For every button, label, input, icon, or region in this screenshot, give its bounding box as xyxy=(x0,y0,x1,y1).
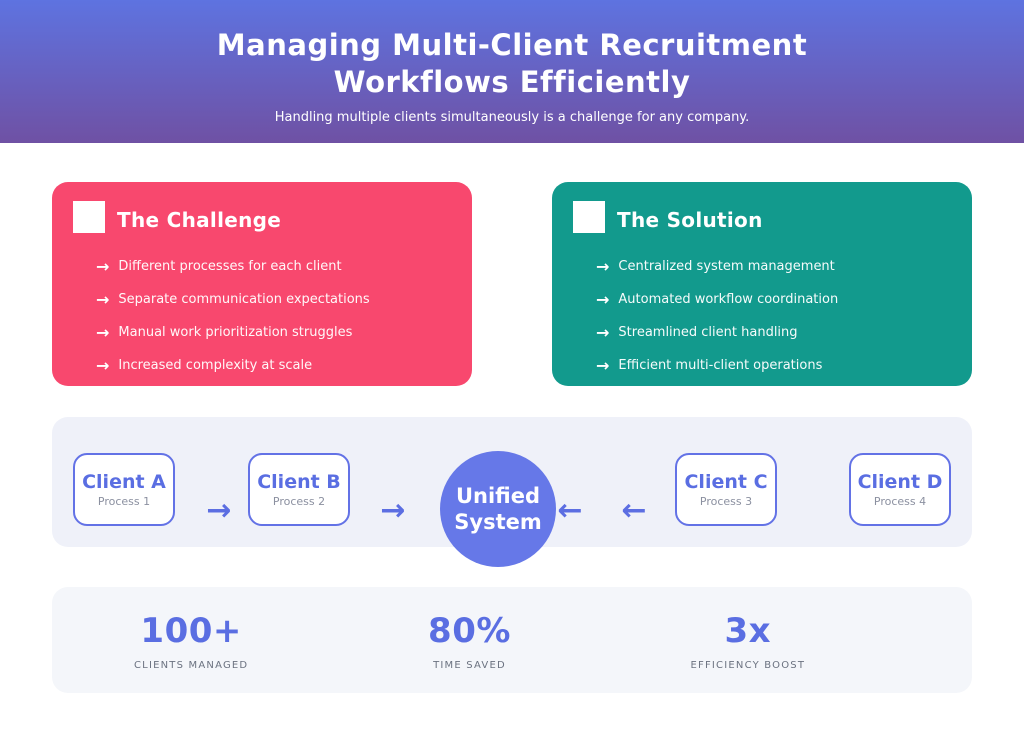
arrow-right-icon: → xyxy=(206,493,232,528)
list-item-label: Manual work prioritization struggles xyxy=(118,325,353,340)
stat-clients-managed: 100+ CLIENTS MANAGED xyxy=(52,611,330,671)
client-process: Process 1 xyxy=(97,495,151,508)
list-item: → Efficient multi-client operations xyxy=(596,349,956,382)
list-item-label: Different processes for each client xyxy=(118,259,342,274)
client-process: Process 3 xyxy=(699,495,753,508)
list-item-label: Separate communication expectations xyxy=(118,292,370,307)
square-icon xyxy=(73,201,105,233)
stat-value: 100+ xyxy=(140,611,242,651)
client-name: Client A xyxy=(82,471,166,493)
stat-value: 80% xyxy=(428,611,511,651)
page-title-line2: Workflows Efficiently xyxy=(333,65,691,99)
square-icon xyxy=(573,201,605,233)
arrow-left-icon: ← xyxy=(557,493,583,528)
arrow-right-icon: → xyxy=(380,493,406,528)
solution-item-list: → Centralized system management → Automa… xyxy=(596,250,956,382)
page-title-line1: Managing Multi-Client Recruitment xyxy=(216,28,808,62)
stat-efficiency-boost: 3x EFFICIENCY BOOST xyxy=(609,611,887,671)
list-item-label: Centralized system management xyxy=(618,259,835,274)
challenge-card-header: The Challenge xyxy=(73,201,281,233)
challenge-item-list: → Different processes for each client → … xyxy=(96,250,456,382)
list-item-label: Streamlined client handling xyxy=(618,325,798,340)
client-process: Process 2 xyxy=(272,495,326,508)
list-item: → Centralized system management xyxy=(596,250,956,283)
stat-time-saved: 80% TIME SAVED xyxy=(330,611,608,671)
hub-label-line2: System xyxy=(454,510,542,534)
stat-label: CLIENTS MANAGED xyxy=(134,660,249,671)
list-item: → Streamlined client handling xyxy=(596,316,956,349)
header-banner: Managing Multi-Client Recruitment Workfl… xyxy=(0,0,1024,143)
page-subtitle: Handling multiple clients simultaneously… xyxy=(274,110,750,125)
arrow-right-icon: → xyxy=(96,322,110,342)
stat-label: TIME SAVED xyxy=(433,660,506,671)
page-title: Managing Multi-Client Recruitment Workfl… xyxy=(0,0,1024,101)
hub-label-line1: Unified xyxy=(455,484,541,508)
client-d-box: Client D Process 4 xyxy=(849,453,951,526)
arrow-right-icon: → xyxy=(96,289,110,309)
challenge-card-title: The Challenge xyxy=(117,208,282,232)
client-c-box: Client C Process 3 xyxy=(675,453,777,526)
client-name: Client D xyxy=(857,471,943,493)
client-name: Client C xyxy=(684,471,768,493)
client-a-box: Client A Process 1 xyxy=(73,453,175,526)
solution-card-title: The Solution xyxy=(617,208,763,232)
challenge-card: The Challenge → Different processes for … xyxy=(52,182,472,386)
list-item-label: Automated workflow coordination xyxy=(618,292,839,307)
list-item: → Different processes for each client xyxy=(96,250,456,283)
solution-card-header: The Solution xyxy=(573,201,763,233)
cards-row: The Challenge → Different processes for … xyxy=(52,182,972,386)
client-process: Process 4 xyxy=(873,495,927,508)
stat-value: 3x xyxy=(724,611,772,651)
list-item-label: Efficient multi-client operations xyxy=(618,358,823,373)
list-item: → Automated workflow coordination xyxy=(596,283,956,316)
list-item: → Separate communication expectations xyxy=(96,283,456,316)
arrow-right-icon: → xyxy=(96,355,110,375)
stats-panel: 100+ CLIENTS MANAGED 80% TIME SAVED 3x E… xyxy=(52,587,972,693)
arrow-right-icon: → xyxy=(596,289,610,309)
client-name: Client B xyxy=(257,471,341,493)
client-b-box: Client B Process 2 xyxy=(248,453,350,526)
solution-card: The Solution → Centralized system manage… xyxy=(552,182,972,386)
arrow-right-icon: → xyxy=(596,256,610,276)
list-item: → Manual work prioritization struggles xyxy=(96,316,456,349)
arrow-right-icon: → xyxy=(596,322,610,342)
arrow-right-icon: → xyxy=(596,355,610,375)
arrow-left-icon: ← xyxy=(621,493,647,528)
list-item-label: Increased complexity at scale xyxy=(118,358,313,373)
unified-system-hub: Unified System xyxy=(440,451,556,567)
workflow-diagram: Client A Process 1 → Client B Process 2 … xyxy=(52,417,972,567)
list-item: → Increased complexity at scale xyxy=(96,349,456,382)
arrow-right-icon: → xyxy=(96,256,110,276)
stat-label: EFFICIENCY BOOST xyxy=(690,660,806,671)
